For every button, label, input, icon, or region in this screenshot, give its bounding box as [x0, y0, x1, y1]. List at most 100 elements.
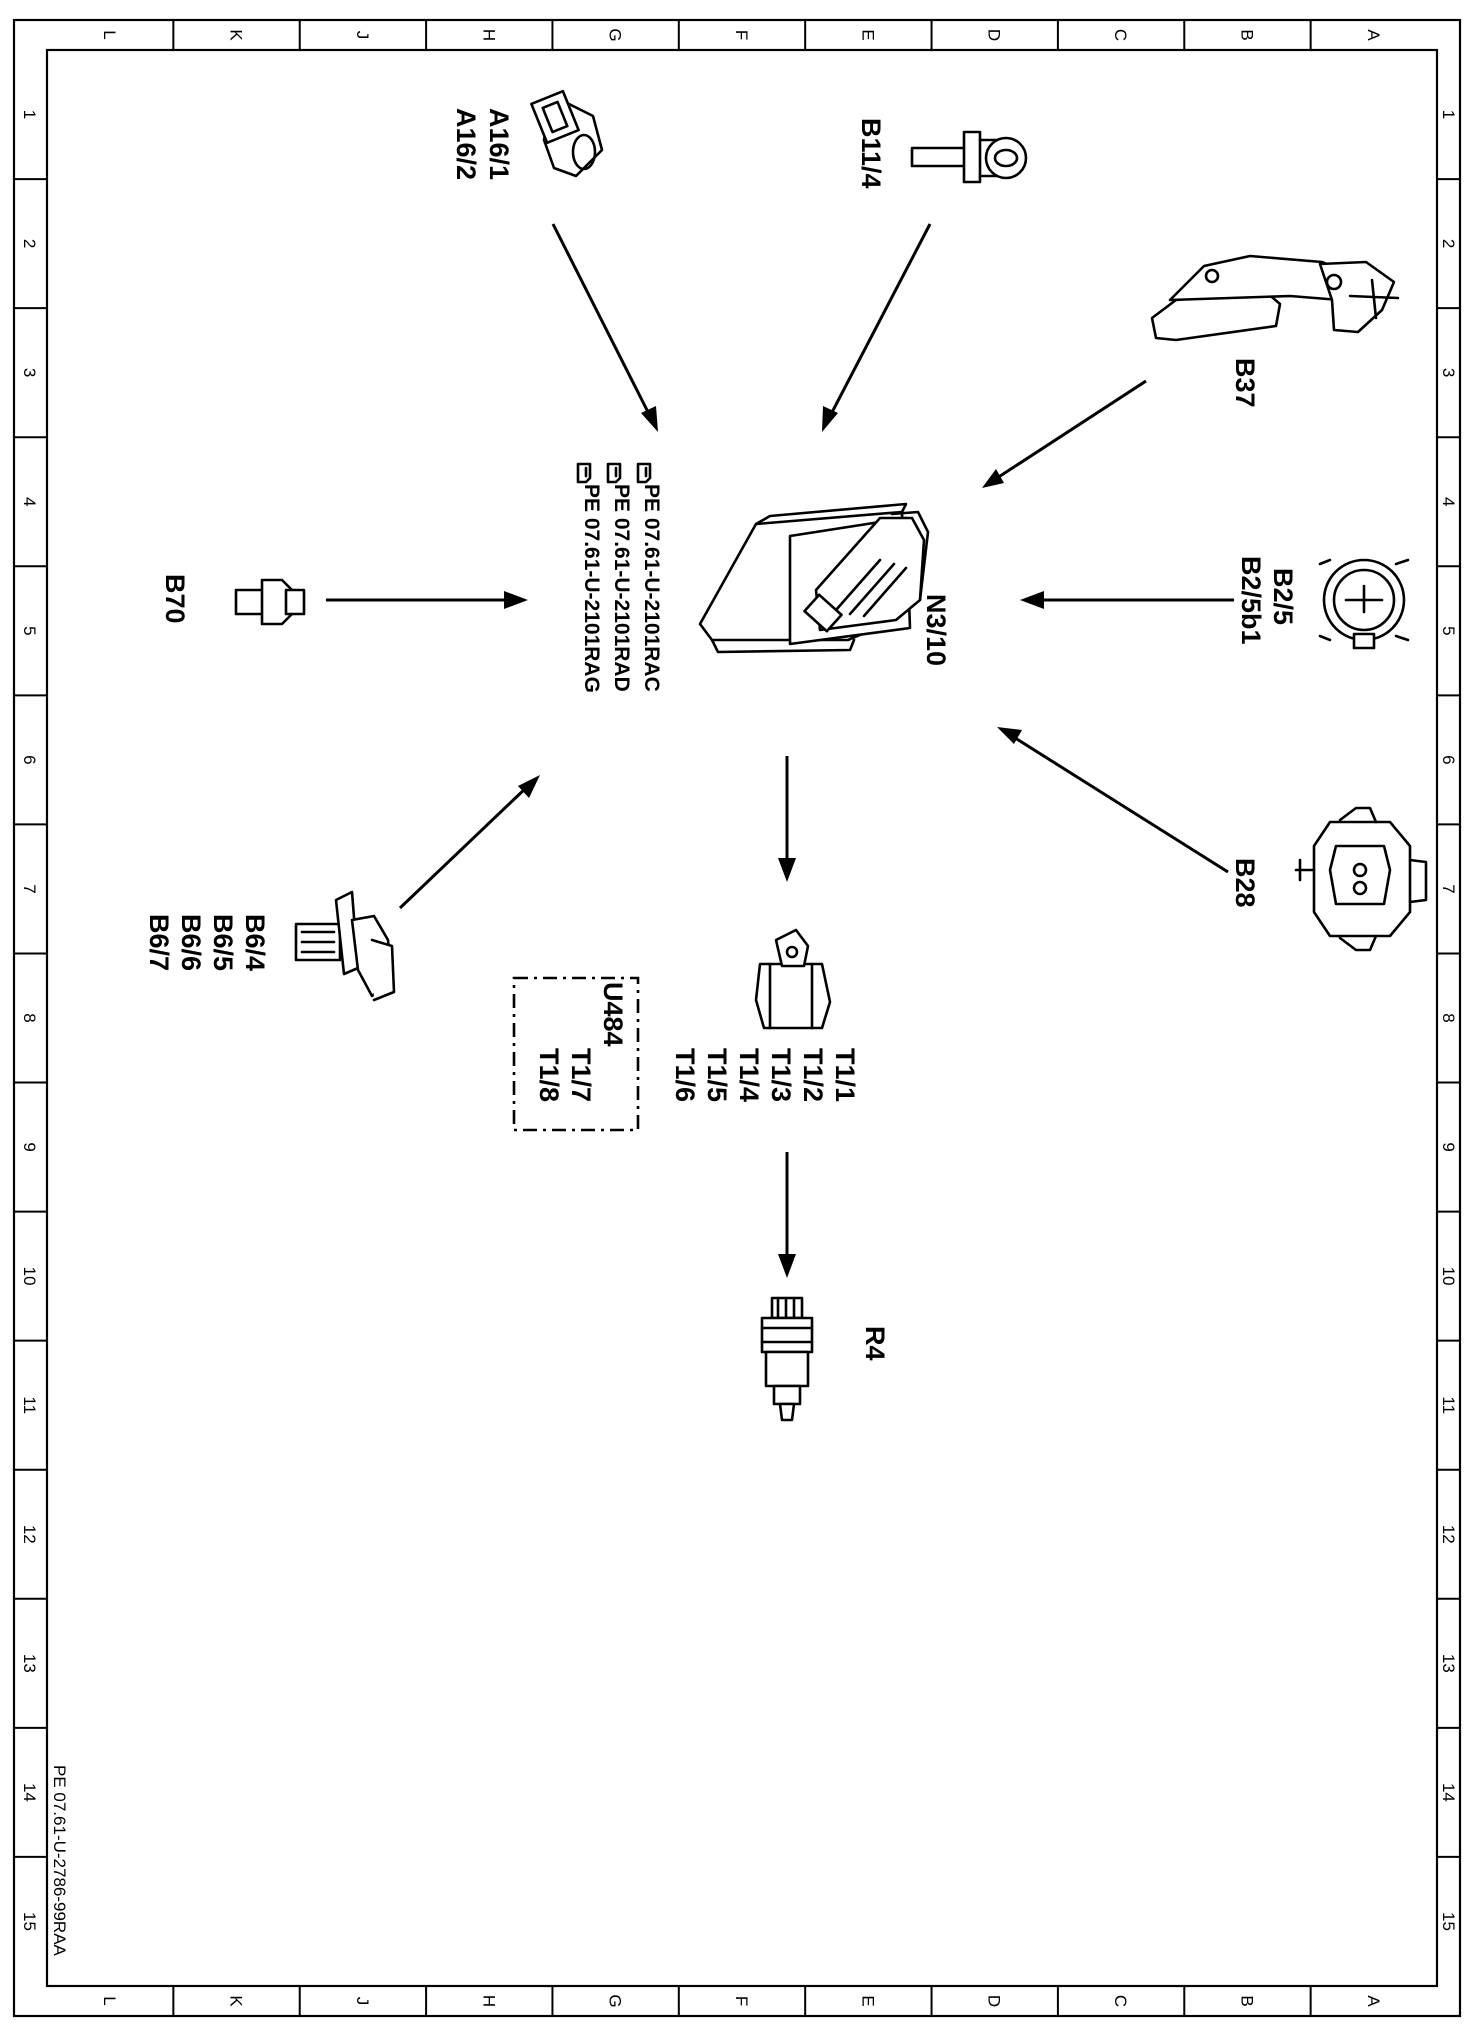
row-label: 5 — [1439, 626, 1458, 635]
u484-variant-box — [512, 976, 640, 1132]
label-t1-1: T1/1 — [830, 1048, 860, 1102]
signal-arrows — [326, 223, 1234, 1278]
column-label: H — [479, 1995, 498, 2007]
label-t1-4: T1/4 — [734, 1048, 764, 1102]
row-label: 6 — [20, 755, 39, 764]
row-label: 7 — [1439, 884, 1458, 893]
row-label: 2 — [20, 239, 39, 248]
column-label: K — [227, 29, 246, 41]
document-id: PE 07.61-U-2786-99RAA — [50, 1765, 69, 1957]
row-label: 5 — [20, 626, 39, 635]
row-label: 13 — [20, 1654, 39, 1673]
label-a16-2: A16/2 — [451, 108, 481, 180]
row-label: 1 — [20, 110, 39, 119]
column-label: A — [1364, 29, 1383, 41]
arrow-head — [982, 469, 1004, 488]
label-b6-7: B6/7 — [144, 914, 174, 971]
engine-control-unit-icon[interactable] — [698, 502, 930, 654]
column-label: B — [1237, 1995, 1256, 2006]
column-label: A — [1364, 1995, 1383, 2007]
column-label: H — [479, 29, 498, 41]
row-label: 3 — [20, 368, 39, 377]
arrow-a16-to-n3 — [551, 223, 654, 421]
arrow-b11-to-n3 — [826, 223, 932, 421]
row-label: 7 — [20, 884, 39, 893]
column-label: K — [227, 1995, 246, 2007]
arrow-head — [641, 406, 658, 432]
pressure-sensor-icon[interactable] — [1294, 806, 1428, 952]
arrow-head — [504, 591, 528, 609]
column-label: E — [858, 1995, 877, 2006]
column-label: F — [732, 1996, 751, 2006]
row-label: 11 — [20, 1396, 39, 1414]
row-label: 3 — [1439, 368, 1458, 377]
label-r4: R4 — [860, 1326, 890, 1361]
column-label: J — [353, 1997, 372, 2006]
arrow-head — [997, 727, 1022, 744]
column-label: C — [1111, 29, 1130, 41]
label-n3-10: N3/10 — [921, 594, 951, 666]
row-label: 14 — [1439, 1783, 1458, 1802]
label-t1-6: T1/6 — [670, 1048, 700, 1102]
reference-line-3: PE 07.61-U-2101RAG — [580, 484, 603, 693]
column-label: C — [1111, 1995, 1130, 2007]
row-label: 12 — [1439, 1525, 1458, 1544]
label-b37: B37 — [1230, 358, 1260, 408]
label-b70: B70 — [160, 574, 190, 624]
label-b6-5: B6/5 — [208, 914, 238, 971]
column-label: D — [985, 29, 1004, 41]
row-label: 9 — [20, 1142, 39, 1151]
column-label: L — [100, 30, 119, 39]
row-label: 10 — [1439, 1267, 1458, 1286]
column-label: G — [606, 28, 625, 41]
row-label: 8 — [20, 1013, 39, 1022]
row-label: 14 — [20, 1783, 39, 1802]
column-label: G — [606, 1994, 625, 2007]
reference-notes: PE 07.61-U-2101RAC PE 07.61-U-2101RAD PE… — [576, 462, 663, 693]
row-label: 15 — [1439, 1912, 1458, 1931]
label-t1-7: T1/7 — [566, 1048, 596, 1102]
accelerator-pedal-icon[interactable] — [1150, 254, 1400, 342]
hot-film-maf-sensor-icon[interactable] — [1318, 558, 1410, 650]
camshaft-sensor-icon[interactable] — [294, 890, 396, 1002]
arrow-b37-to-n3 — [993, 379, 1147, 482]
label-b2-5: B2/5 — [1268, 568, 1298, 625]
knock-sensor-icon[interactable] — [530, 89, 604, 178]
label-t1-3: T1/3 — [766, 1048, 796, 1102]
reference-line-2: PE 07.61-U-2101RAD — [610, 484, 633, 692]
label-t1-2: T1/2 — [798, 1048, 828, 1102]
label-b11-4: B11/4 — [856, 118, 886, 189]
label-t1-5: T1/5 — [702, 1048, 732, 1102]
label-b6-6: B6/6 — [176, 914, 206, 971]
arrow-b28-to-n3 — [1011, 734, 1229, 874]
crankshaft-sensor-icon[interactable] — [234, 578, 306, 626]
arrow-b6-to-n3 — [398, 784, 530, 910]
row-label: 9 — [1439, 1142, 1458, 1151]
reference-line-1: PE 07.61-U-2101RAC — [640, 484, 663, 692]
hand-pointer-icon — [606, 462, 622, 484]
hand-pointer-icon — [576, 462, 592, 484]
spark-plug-icon[interactable] — [760, 1296, 814, 1422]
row-label: 2 — [1439, 239, 1458, 248]
arrow-head — [778, 1254, 796, 1278]
row-label: 15 — [20, 1912, 39, 1931]
row-label: 4 — [1439, 497, 1458, 506]
coolant-temp-sensor-icon[interactable] — [910, 130, 1028, 184]
hand-pointer-icon — [636, 462, 652, 484]
arrow-head — [518, 775, 540, 798]
label-t1-8: T1/8 — [534, 1048, 564, 1102]
row-label: 13 — [1439, 1654, 1458, 1673]
column-label: E — [858, 29, 877, 40]
label-b2-5b1: B2/5b1 — [1236, 556, 1266, 645]
label-u484: U484 — [598, 982, 628, 1047]
arrow-head — [822, 406, 838, 432]
column-label: L — [100, 1996, 119, 2005]
row-label: 10 — [20, 1267, 39, 1286]
label-b6-4: B6/4 — [240, 914, 270, 971]
row-label: 1 — [1439, 110, 1458, 119]
row-label: 12 — [20, 1525, 39, 1544]
column-label: B — [1237, 29, 1256, 40]
ignition-coil-icon[interactable] — [754, 928, 832, 1030]
